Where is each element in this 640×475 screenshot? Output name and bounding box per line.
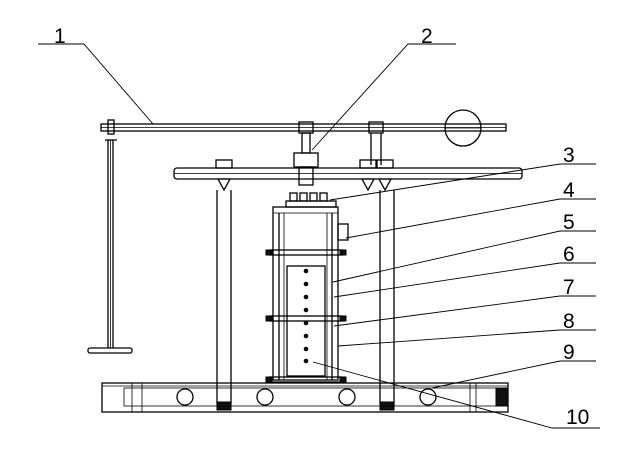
pivot-block xyxy=(293,121,319,186)
right-column xyxy=(379,190,395,411)
top-bolts xyxy=(285,192,337,208)
callout-8: 8 xyxy=(563,310,575,333)
left-column-cap xyxy=(215,159,233,192)
callout-7: 7 xyxy=(563,276,575,299)
crossbeam xyxy=(173,167,523,180)
callout-1: 1 xyxy=(54,25,66,48)
callout-3: 3 xyxy=(563,144,575,167)
lever-arm xyxy=(100,109,507,147)
base-frame xyxy=(101,382,509,413)
callout-2: 2 xyxy=(421,25,433,48)
callout-5: 5 xyxy=(563,211,575,234)
bottom-ring xyxy=(265,376,347,383)
right-column-cap xyxy=(359,159,394,192)
callout-10: 10 xyxy=(566,406,589,429)
callout-9: 9 xyxy=(563,341,575,364)
callout-numbers: 1 2 3 4 5 6 7 8 9 10 xyxy=(54,25,589,429)
right-bracket xyxy=(368,121,384,165)
hanger-rod xyxy=(87,119,133,354)
middle-ring xyxy=(265,315,347,322)
callout-6: 6 xyxy=(563,243,575,266)
upper-ring xyxy=(265,249,347,256)
specimen-housing xyxy=(272,206,349,381)
specimen xyxy=(286,265,326,377)
sensor-points xyxy=(303,268,309,364)
callout-4: 4 xyxy=(563,179,575,202)
leader-lines xyxy=(38,43,600,429)
left-column xyxy=(216,190,232,411)
